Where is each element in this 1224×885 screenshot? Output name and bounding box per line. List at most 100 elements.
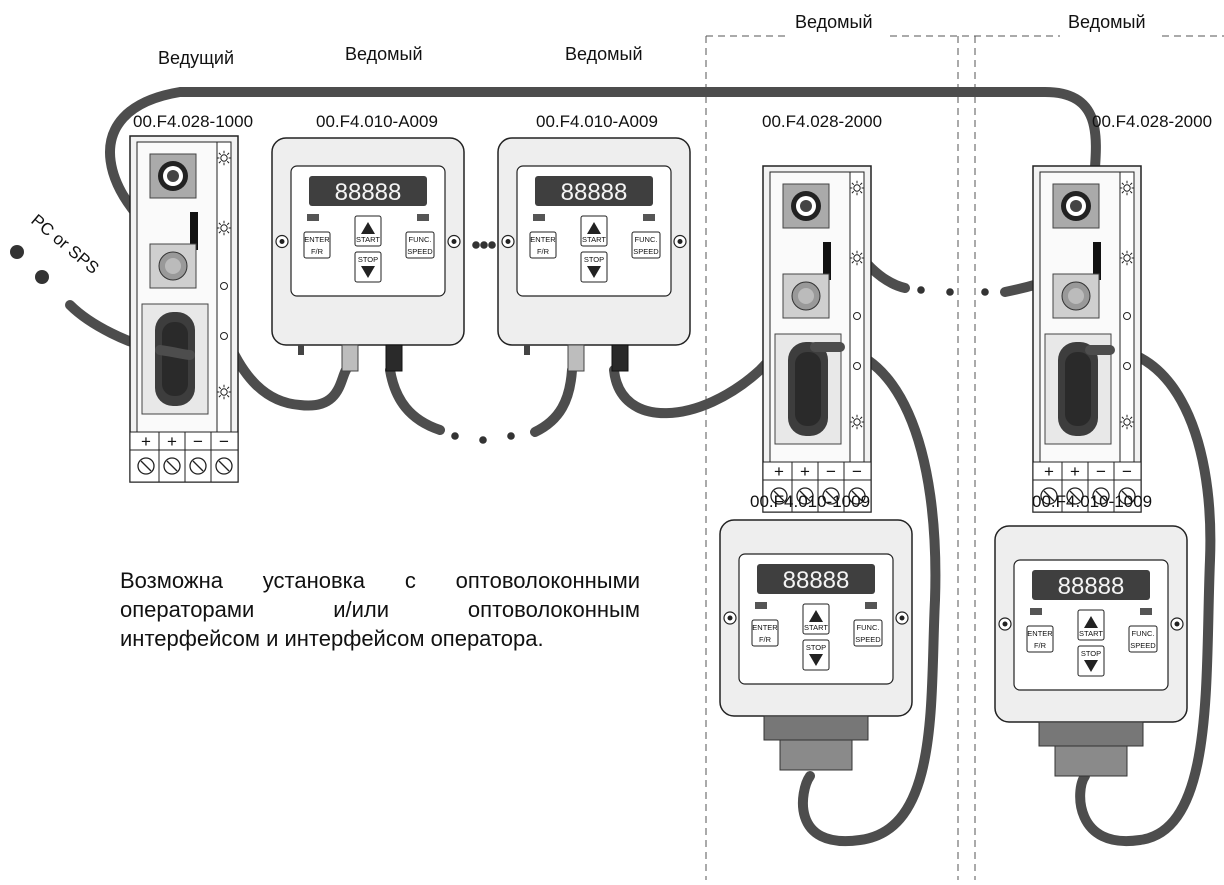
fiber-cable — [155, 345, 195, 360]
terminal-block: ++−− — [1032, 461, 1142, 513]
screw-terminal-icon — [822, 487, 840, 505]
terminal-sign-label: + — [141, 432, 151, 451]
mount-screw — [1174, 621, 1180, 627]
enter-button-label: F/R — [1034, 641, 1047, 650]
screw-terminal-icon — [137, 457, 155, 475]
mount-screw — [1002, 621, 1008, 627]
fiber-port-ring — [165, 258, 181, 274]
func-speed-button-label: FUNC. — [857, 623, 880, 632]
model-label-interface-slave-1: 00.F4.028-2000 — [762, 112, 883, 131]
model-label-operator-a009-1: 00.F4.010-A009 — [316, 112, 438, 131]
arrow-down-icon — [361, 266, 375, 278]
status-led — [1030, 608, 1042, 615]
model-label-operator-1009-2: 00.F4.010-1009 — [1032, 492, 1153, 511]
continuation-dot — [451, 432, 459, 440]
status-led — [643, 214, 655, 221]
enter-button-label: ENTER — [752, 623, 778, 632]
terminal-sign-label: − — [826, 462, 836, 481]
screw-terminal-icon — [848, 487, 866, 505]
func-speed-button-label: SPEED — [1130, 641, 1156, 650]
serial-connector-body — [795, 352, 821, 426]
enter-button-label: ENTER — [304, 235, 330, 244]
fiber-cable — [385, 365, 445, 435]
fiber-connector — [611, 344, 629, 372]
terminal-block: ++−− — [129, 431, 239, 483]
fiber-port-ring — [1070, 200, 1082, 212]
continuation-dot — [479, 436, 487, 444]
mount-screw — [505, 239, 511, 244]
sun-led-icon — [849, 180, 865, 196]
func-speed-button-label: SPEED — [633, 247, 659, 256]
status-led — [865, 602, 877, 609]
start-button-label: START — [582, 235, 606, 244]
start-button-label: START — [804, 623, 828, 632]
mount-screw — [899, 615, 905, 621]
status-led — [417, 214, 429, 221]
sun-led-icon — [1119, 414, 1135, 430]
role-label-slave-1: Ведомый — [345, 44, 423, 64]
screw-terminal-icon — [1040, 487, 1058, 505]
screw-terminal-icon — [770, 487, 788, 505]
led-display-digits: 88888 — [1058, 573, 1125, 600]
fiber-port — [1052, 273, 1100, 319]
mount-screw — [279, 239, 285, 244]
status-led — [307, 214, 319, 221]
status-led — [1140, 608, 1152, 615]
slave-group-frames — [705, 35, 1224, 880]
sun-led-icon — [216, 220, 232, 236]
note-line-3: интерфейсом и интерфейсом оператора. — [120, 626, 544, 651]
func-speed-button-label: FUNC. — [409, 235, 432, 244]
sub-d-connector — [779, 739, 853, 771]
status-led — [755, 602, 767, 609]
terminal-sign-label: − — [219, 432, 229, 451]
arrow-up-icon — [587, 222, 601, 234]
circle-led-icon — [1123, 312, 1131, 320]
screw-terminal-icon — [1066, 487, 1084, 505]
latch — [298, 345, 304, 355]
screw-terminal-icon — [796, 487, 814, 505]
terminal-sign-label: + — [1044, 462, 1054, 481]
fiber-port-ring — [798, 288, 814, 304]
fiber-cable — [1075, 343, 1216, 847]
enter-button-label: ENTER — [1027, 629, 1053, 638]
indicator-bar — [823, 242, 831, 280]
sun-led-icon — [216, 150, 232, 166]
led-display-digits: 88888 — [783, 567, 850, 594]
continuation-dots — [451, 241, 989, 444]
terminal-sign-label: + — [800, 462, 810, 481]
terminal-sign-label: + — [774, 462, 784, 481]
continuation-dot — [981, 288, 989, 296]
status-led — [533, 214, 545, 221]
circle-led-icon — [220, 282, 228, 290]
pc-end-dot — [35, 270, 49, 284]
led-display — [535, 176, 653, 206]
model-label-interface-master: 00.F4.028-1000 — [133, 112, 254, 131]
arrow-down-icon — [587, 266, 601, 278]
stop-button-label: STOP — [358, 255, 378, 264]
arrow-up-icon — [361, 222, 375, 234]
func-speed-button-label: FUNC. — [635, 235, 658, 244]
screw-terminal-icon — [1118, 487, 1136, 505]
mount-screw — [727, 615, 733, 621]
sun-led-icon — [849, 250, 865, 266]
enter-button-label: F/R — [759, 635, 772, 644]
stop-button-label: STOP — [584, 255, 604, 264]
terminal-sign-label: − — [852, 462, 862, 481]
enter-button-label: ENTER — [530, 235, 556, 244]
arrow-down-icon — [809, 654, 823, 666]
stop-button-label: STOP — [806, 643, 826, 652]
cable-ends — [155, 342, 1115, 360]
sun-led-icon — [216, 384, 232, 400]
start-button-label: START — [356, 235, 380, 244]
continuation-dot — [946, 288, 954, 296]
enter-button-label: F/R — [311, 247, 324, 256]
screw-terminal-icon — [163, 457, 181, 475]
mount-screw — [451, 239, 457, 244]
